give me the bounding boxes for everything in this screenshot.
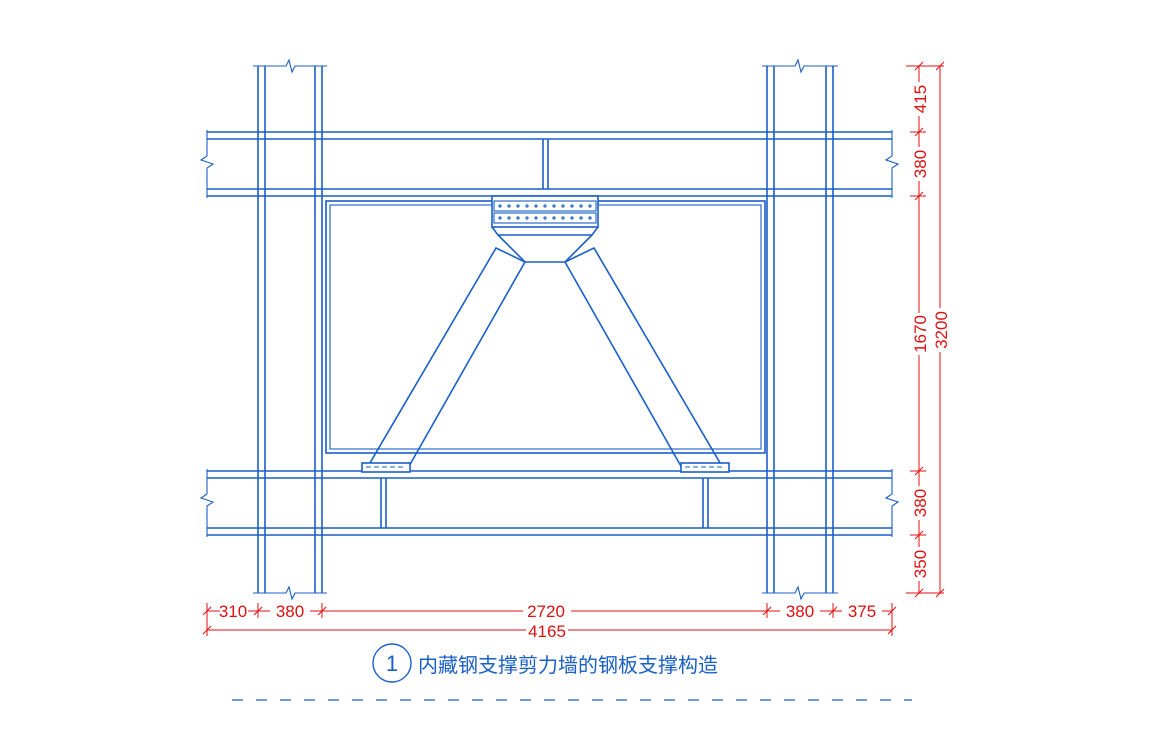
caption-number-circle [372,643,412,683]
dim-h-2: 380 [276,602,304,621]
dim-v-1: 415 [911,85,930,113]
wall-panel [325,200,766,454]
dim-v-3: 1670 [911,315,930,353]
drawing-caption: 1 内藏钢支撑剪力墙的钢板支撑构造 [232,643,912,701]
dim-v-4: 380 [911,489,930,517]
top-gusset-plate [491,195,599,263]
left-base-plate [361,462,411,473]
vertical-dimension-chain: 415 380 1670 380 350 3200 [906,61,951,598]
caption-number: 1 [386,651,398,676]
bottom-beam [199,469,900,537]
left-column [253,58,327,601]
left-brace [365,246,527,469]
right-brace [563,246,725,469]
dim-h-4: 380 [786,602,814,621]
dim-h-total: 4165 [528,622,566,641]
dim-v-2: 380 [911,150,930,178]
right-column [762,58,838,601]
dim-v-total: 3200 [932,311,951,349]
dim-h-5: 375 [848,602,876,621]
dim-h-3: 2720 [527,602,565,621]
horizontal-dimension-chain: 310 380 2720 380 375 4165 [202,602,897,641]
right-base-plate [680,462,730,473]
dim-v-5: 350 [911,550,930,578]
top-beam [199,130,900,198]
caption-title: 内藏钢支撑剪力墙的钢板支撑构造 [418,653,718,677]
dim-h-1: 310 [219,602,247,621]
